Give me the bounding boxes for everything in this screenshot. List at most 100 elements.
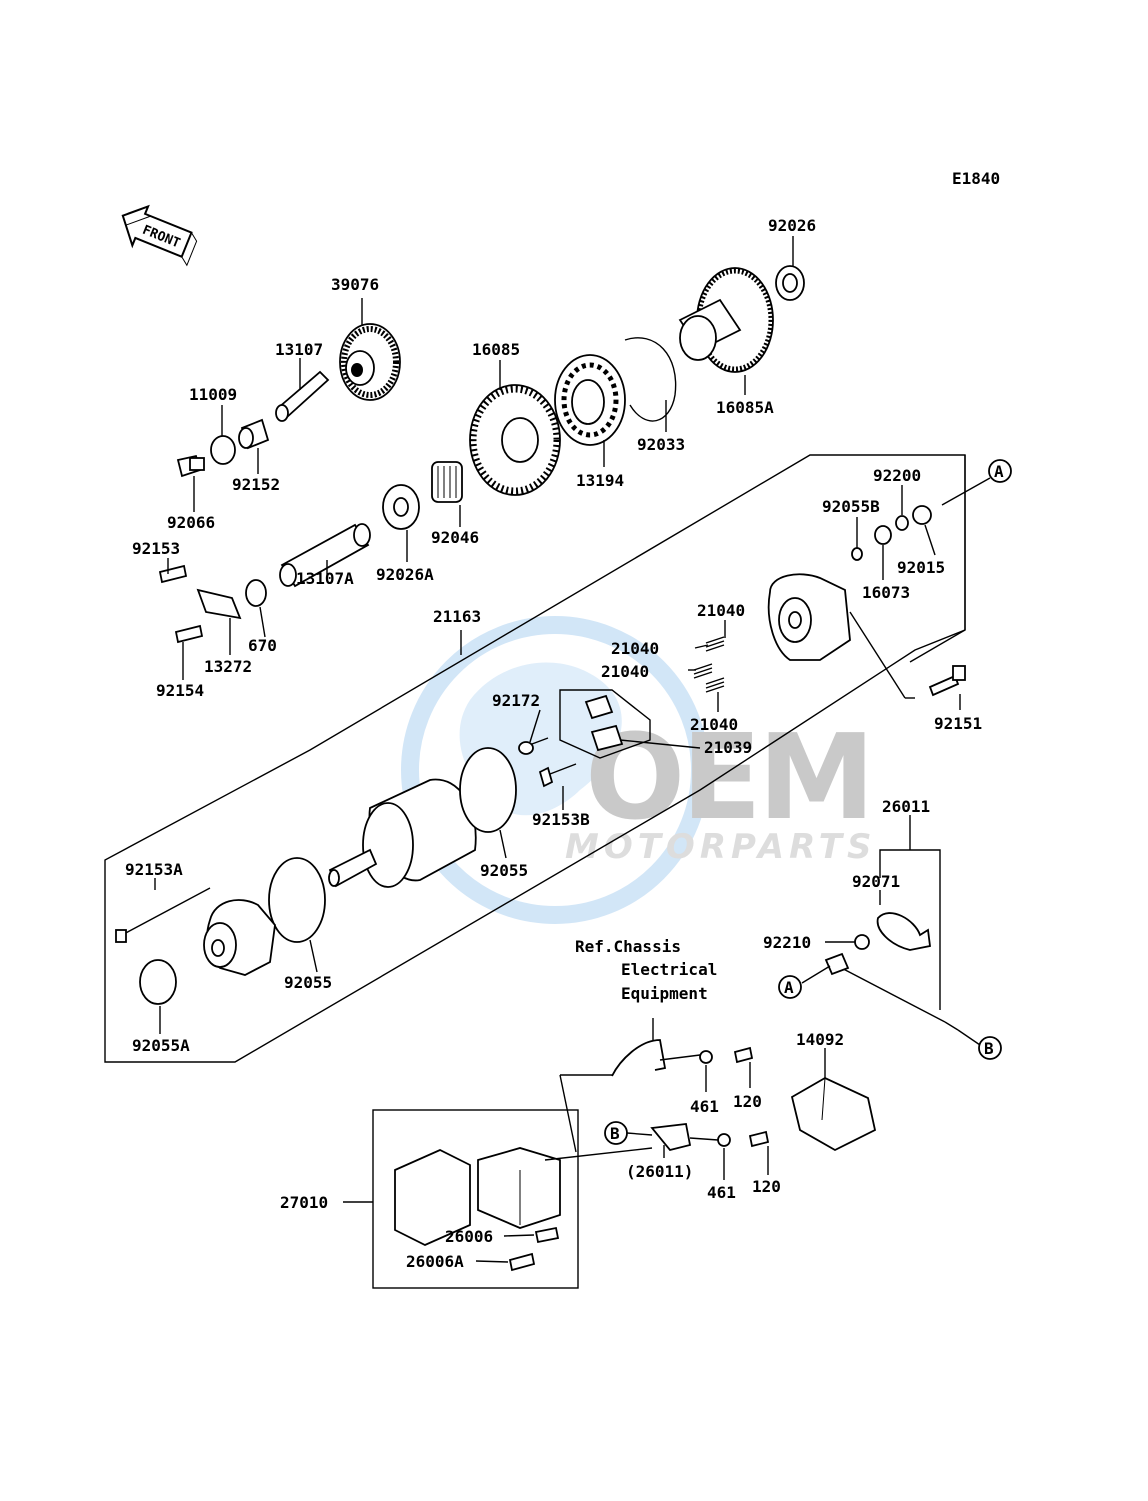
part-label: 92153A	[125, 860, 183, 879]
svg-text:B: B	[984, 1039, 994, 1058]
part-label: 461	[707, 1183, 736, 1202]
front-arrow-icon: FRONT	[121, 204, 198, 267]
shaft-13107A	[279, 523, 371, 588]
watermark-brand: OEM	[585, 708, 871, 846]
watermark-subtitle: MOTORPARTS	[565, 827, 876, 867]
part-label: 92066	[167, 513, 215, 532]
screw-92153B	[538, 763, 577, 788]
part-label: 120	[733, 1092, 762, 1111]
part-label: 92172	[492, 691, 540, 710]
bearing-92046	[431, 461, 463, 503]
part-label: 92153	[132, 539, 180, 558]
part-label: 92026	[768, 216, 816, 235]
terminal-26006	[534, 1226, 560, 1244]
diagram-code: E1840	[952, 169, 1000, 188]
part-label: 92015	[897, 558, 945, 577]
marker-b-left: B	[604, 1121, 628, 1145]
relay-cover-14092	[790, 1076, 877, 1152]
gear-39076	[339, 323, 401, 401]
brush-21039	[584, 694, 624, 752]
oring-92055B	[851, 547, 863, 561]
relay-box-frame	[372, 1109, 579, 1289]
washer-16073	[874, 525, 892, 545]
part-labels: 92026 39076 13107 16085 11009 16085A 921…	[125, 216, 982, 1271]
marker-a-top: A	[988, 459, 1012, 483]
end-cover	[767, 573, 851, 661]
svg-text:A: A	[994, 462, 1004, 481]
clutch-13194	[554, 354, 626, 446]
part-label: 21040	[611, 639, 659, 658]
part-label: 21040	[601, 662, 649, 681]
part-label: 670	[248, 636, 277, 655]
oring-92055-bottom	[268, 857, 326, 943]
part-label: 21163	[433, 607, 481, 626]
ref-note-line2: Electrical	[621, 960, 717, 979]
oring-92055A	[139, 959, 177, 1005]
oring-92055-top	[459, 747, 517, 833]
screw-92172	[518, 737, 549, 755]
part-label: 16085A	[716, 398, 774, 417]
ring-11009	[210, 435, 236, 465]
washer-92026	[775, 265, 805, 301]
part-label: 92055	[284, 973, 332, 992]
part-label: 13194	[576, 471, 624, 490]
part-label: 21040	[697, 601, 745, 620]
marker-b-right: B	[978, 1036, 1002, 1060]
terminal-26006A	[508, 1252, 536, 1272]
part-label: 92152	[232, 475, 280, 494]
part-label: 92154	[156, 681, 204, 700]
gear-16085	[469, 384, 561, 496]
part-label: 92055A	[132, 1036, 190, 1055]
part-label: 27010	[280, 1193, 328, 1212]
part-label: 92071	[852, 872, 900, 891]
part-label: 92153B	[532, 810, 590, 829]
terminal-26011-lower	[650, 1123, 770, 1152]
shaft-13107	[275, 370, 330, 422]
part-label: 16085	[472, 340, 520, 359]
springs-21040	[693, 636, 725, 693]
part-label: 13107A	[296, 569, 354, 588]
svg-text:B: B	[610, 1124, 620, 1143]
bolt-92153A	[115, 887, 211, 943]
part-label: 92026A	[376, 565, 434, 584]
part-label: 92151	[934, 714, 982, 733]
ref-note-line1: Ref.Chassis	[575, 937, 681, 956]
front-cover	[203, 899, 276, 976]
part-label: 13107	[275, 340, 323, 359]
gear-16085A	[678, 267, 774, 373]
part-label: 120	[752, 1177, 781, 1196]
part-label: 13272	[204, 657, 252, 676]
part-label: 92055	[480, 861, 528, 880]
washer-92200	[895, 515, 909, 531]
leader-lines	[154, 236, 991, 1263]
part-label: 92033	[637, 435, 685, 454]
part-label: 26011	[882, 797, 930, 816]
part-label: 26006	[445, 1227, 493, 1246]
ref-note-line3: Equipment	[621, 984, 708, 1003]
chassis-cable	[611, 1039, 754, 1077]
part-label: 461	[690, 1097, 719, 1116]
circlip-92033	[624, 337, 677, 422]
part-label: 21039	[704, 738, 752, 757]
starter-relay-27010	[394, 1147, 561, 1246]
bushing-92152	[238, 418, 270, 450]
motor-yoke	[328, 778, 477, 888]
part-label: 39076	[331, 275, 379, 294]
part-label: 16073	[862, 583, 910, 602]
oring-670	[245, 579, 267, 607]
nut-92015	[912, 505, 932, 525]
part-label: 14092	[796, 1030, 844, 1049]
svg-text:A: A	[784, 978, 794, 997]
part-label: 26006A	[406, 1252, 464, 1271]
part-label: 92210	[763, 933, 811, 952]
terminal-26011	[824, 912, 959, 1031]
part-label: 21040	[690, 715, 738, 734]
part-label: 92200	[873, 466, 921, 485]
brush-holder-frame	[559, 689, 651, 759]
washer-92026A	[382, 484, 420, 530]
part-label: 92046	[431, 528, 479, 547]
part-label: 92055B	[822, 497, 880, 516]
part-label: 11009	[189, 385, 237, 404]
part-label: (26011)	[626, 1162, 693, 1181]
